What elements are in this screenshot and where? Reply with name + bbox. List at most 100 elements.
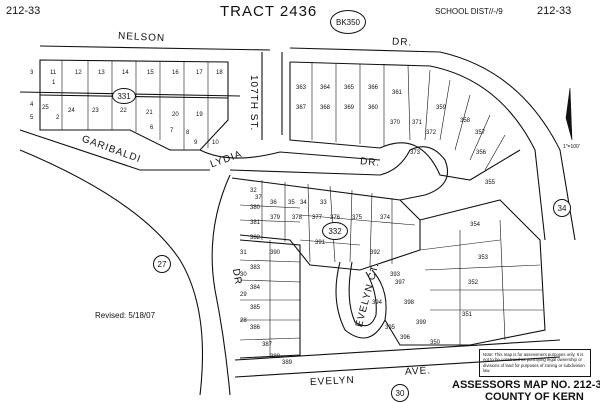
map-scale: 1"=100'	[563, 144, 580, 150]
circled-ref-label: 332	[328, 226, 342, 236]
street-dr-mid: DR.	[359, 156, 381, 169]
lot-number: 386	[250, 325, 261, 331]
lot-number: 359	[436, 105, 447, 111]
lot-number: 355	[485, 180, 496, 186]
lot-number: 11	[50, 70, 57, 76]
lot-number: 354	[470, 222, 481, 228]
lot-number: 35	[288, 200, 295, 206]
lot-number: 14	[122, 70, 129, 76]
lot-number: 28	[240, 318, 247, 324]
evelyn-ave-edge	[234, 339, 561, 361]
lot-number: 356	[476, 150, 487, 156]
lot-number: 1	[52, 80, 56, 86]
lot-number: 365	[344, 85, 355, 91]
book-label: BK350	[335, 17, 361, 27]
lot-number: 32	[250, 188, 257, 194]
dr-left-curve-inner	[211, 174, 231, 396]
tract-title: TRACT 2436	[220, 3, 318, 20]
lot-number: 360	[368, 105, 379, 111]
lot-number: 387	[262, 342, 273, 348]
county-name: COUNTY OF KERN	[485, 391, 584, 403]
lot-number: 381	[250, 220, 261, 226]
lot-number: 388	[270, 354, 281, 360]
circled-ref-27: 27	[153, 255, 171, 273]
lot-number: 372	[426, 130, 437, 136]
lot-dividers-lower-right	[419, 219, 543, 345]
lot-number: 370	[390, 120, 401, 126]
lot-number: 37	[255, 195, 262, 201]
lot-number: 374	[380, 215, 391, 221]
lot-number: 350	[430, 340, 441, 346]
lot-number: 13	[98, 70, 105, 76]
evelyn-ave-edge	[234, 356, 561, 378]
lot-number: 24	[68, 108, 75, 114]
lot-number: 358	[460, 118, 471, 124]
lot-number: 377	[312, 215, 323, 221]
circled-ref-34: 34	[553, 199, 571, 217]
circled-ref-label: 30	[395, 388, 405, 398]
lot-number: 397	[395, 280, 406, 286]
lot-number: 353	[478, 255, 489, 261]
lot-number: 392	[370, 250, 381, 256]
lot-number: 396	[400, 335, 411, 341]
lot-number: 357	[475, 130, 486, 136]
lot-block-right	[384, 199, 546, 346]
lot-number: 399	[416, 320, 427, 326]
nelson-street-edge	[39, 45, 271, 51]
lot-number: 393	[390, 272, 401, 278]
lot-number: 364	[320, 85, 331, 91]
north-arrow	[565, 87, 573, 141]
assessors-map-number: ASSESSORS MAP NO. 212-33	[452, 379, 600, 391]
lot-number: 36	[270, 200, 277, 206]
lot-block-upper	[289, 62, 521, 181]
lot-number: 16	[172, 70, 179, 76]
lot-number: 371	[412, 120, 423, 126]
lot-number: 33	[320, 200, 327, 206]
circled-ref-label: 27	[157, 259, 167, 269]
lot-number: 352	[468, 280, 479, 286]
page-code-left: 212-33	[6, 5, 41, 17]
street-ave: AVE.	[404, 365, 432, 378]
lot-number: 378	[292, 215, 303, 221]
evelyn-ct-edge-inner	[348, 261, 377, 327]
revised-date: Revised: 5/18/07	[95, 311, 156, 320]
lot-number: 351	[462, 312, 473, 318]
garibaldi-edge	[19, 129, 210, 171]
dr-mid-loop	[229, 146, 449, 201]
lot-number: 31	[240, 250, 247, 256]
circled-ref-331: 331	[112, 88, 136, 104]
lot-number: 2	[56, 115, 60, 121]
lot-number: 382	[250, 235, 261, 241]
circled-ref-label: 331	[117, 91, 131, 101]
circled-ref-332: 332	[322, 222, 348, 240]
lot-dividers-lower-left	[239, 240, 301, 357]
street-dr-top: DR.	[391, 36, 413, 49]
page-code-right: 212-33	[537, 5, 572, 17]
circled-ref-30: 30	[391, 384, 409, 402]
lot-number: 23	[92, 108, 99, 114]
lot-number: 375	[352, 215, 363, 221]
lot-number: 7	[170, 128, 174, 134]
lot-number: 34	[300, 200, 307, 206]
lot-number: 383	[250, 265, 261, 271]
lot-number: 10	[212, 140, 219, 146]
circled-ref-label: 34	[557, 203, 567, 213]
lot-number: 12	[75, 70, 82, 76]
lot-number: 376	[330, 215, 341, 221]
lot-number: 18	[216, 70, 223, 76]
lot-number: 17	[196, 70, 203, 76]
street-107th: 107TH ST.	[248, 75, 259, 132]
lot-number: 391	[315, 240, 326, 246]
lot-number: 380	[250, 205, 261, 211]
lot-number: 390	[270, 250, 281, 256]
lot-number: 15	[147, 70, 154, 76]
lot-number: 398	[404, 300, 415, 306]
lot-number: 3	[30, 70, 34, 76]
lot-block-nelson	[39, 59, 229, 151]
dr-left-curve	[19, 149, 204, 396]
lot-number: 6	[150, 125, 154, 131]
assessment-note: Note: This map is for assessment purpose…	[479, 349, 591, 377]
lot-number: 395	[385, 325, 396, 331]
lot-number: 366	[368, 85, 379, 91]
